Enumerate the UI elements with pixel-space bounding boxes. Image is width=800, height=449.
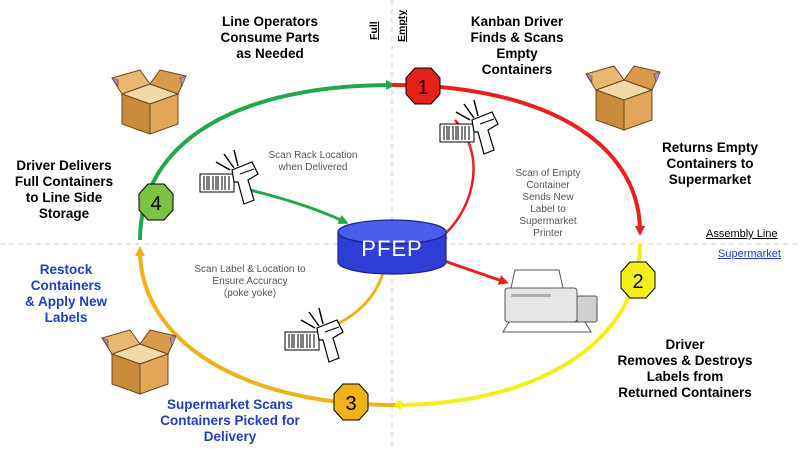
step-marker-3: 3: [333, 383, 369, 421]
label-line-operators: Line Operators Consume Parts as Needed: [220, 14, 320, 61]
label-restock: Restock Containers & Apply New Labels: [24, 262, 107, 325]
barcode-scanner-icon: [284, 307, 344, 363]
label-kanban-driver: Kanban Driver Finds & Scans Empty Contai…: [470, 14, 564, 77]
step-marker-2: 2: [620, 261, 656, 299]
legend-supermarket: Supermarket: [718, 248, 781, 260]
label-scan-rack: Scan Rack Location when Delivered: [268, 150, 358, 173]
step-marker-4: 4: [138, 183, 174, 221]
label-scan-label: Scan Label & Location to Ensure Accuracy…: [194, 264, 306, 299]
red-loop-arc: [391, 83, 645, 236]
label-scan-empty: Scan of Empty Container Sends New Label …: [515, 168, 581, 239]
label-driver-removes: Driver Removes & Destroys Labels from Re…: [617, 337, 753, 400]
box-icon: [101, 329, 177, 395]
label-returns-empty: Returns Empty Containers to Supermarket: [661, 140, 759, 187]
green-scan-arrow: [249, 188, 349, 224]
svg-text:4: 4: [150, 193, 161, 215]
label-full: Full: [368, 21, 380, 40]
orange-scan-arrow: [324, 262, 389, 332]
step-marker-1: 1: [405, 67, 441, 105]
label-driver-delivers: Driver Delivers Full Containers to Line …: [14, 158, 114, 221]
svg-text:1: 1: [417, 77, 428, 99]
svg-text:2: 2: [632, 271, 643, 293]
label-supermarket-scans: Supermarket Scans Containers Picked for …: [160, 397, 300, 444]
pfep-label: PFEP: [361, 236, 423, 261]
label-empty: Empty: [396, 9, 408, 42]
printer-icon: [502, 269, 598, 333]
svg-text:3: 3: [345, 393, 356, 415]
database-icon: [337, 219, 447, 275]
legend-assembly-line: Assembly Line: [706, 228, 778, 240]
box-icon: [585, 65, 661, 131]
box-icon: [111, 69, 187, 135]
